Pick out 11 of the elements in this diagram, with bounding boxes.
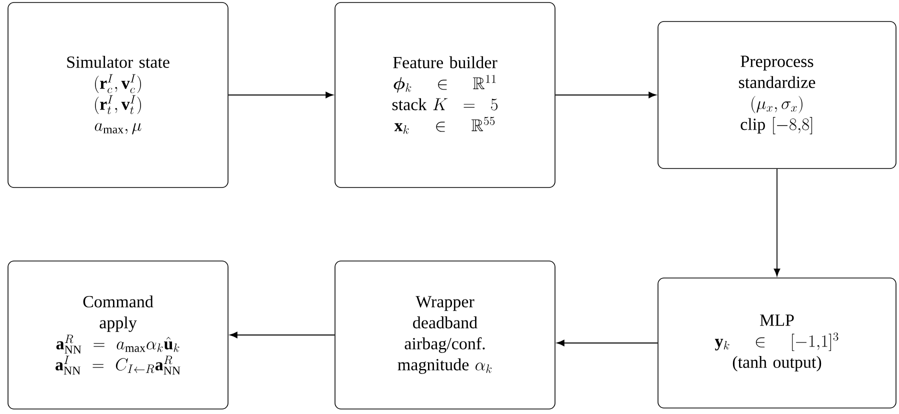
process-box: Simulator state $(\mathbf{r}_c^I, \mathbf{v}_c^I)$ $(\mathbf{r}_t^I, \mathbf{v}_t^I)$ $a_{\max}, \mu$	[8, 2, 228, 188]
arrow	[228, 92, 334, 98]
arrow	[554, 92, 656, 98]
process-box: MLP $\mathbf{y}_k \;\in\; [-1{,}1]^3$ (tanh output)	[658, 278, 896, 408]
process-box: Command apply $\mathbf{a}^R_{\mathrm{NN}} = a_{\max}\alpha_k\hat{\mathbf{u}}_k$ $\mathbf{a}^I_{\mathrm{NN}} = C_{I\leftarrow R}\mathbf{a}^R_{\mathrm{NN}}$	[8, 260, 228, 410]
arrow	[774, 168, 780, 276]
arrow	[556, 340, 658, 346]
process-box: Feature builder $\boldsymbol{\phi}_k \;\in\; \mathbb{R}^{11}$ $\text{stack } K \,=\, 5$ $\mathbf{x}_k \;\in\; \mathbb{R}^{55}$	[334, 2, 556, 188]
process-box: Wrapper deadband airbag/conf. $\text{magnitude } \alpha_k$	[334, 260, 556, 410]
process-box: Preprocess standardize $(\mu_x, \sigma_x)$ $\text{clip } [-8{,}8]$	[658, 21, 896, 169]
arrow	[230, 332, 336, 338]
